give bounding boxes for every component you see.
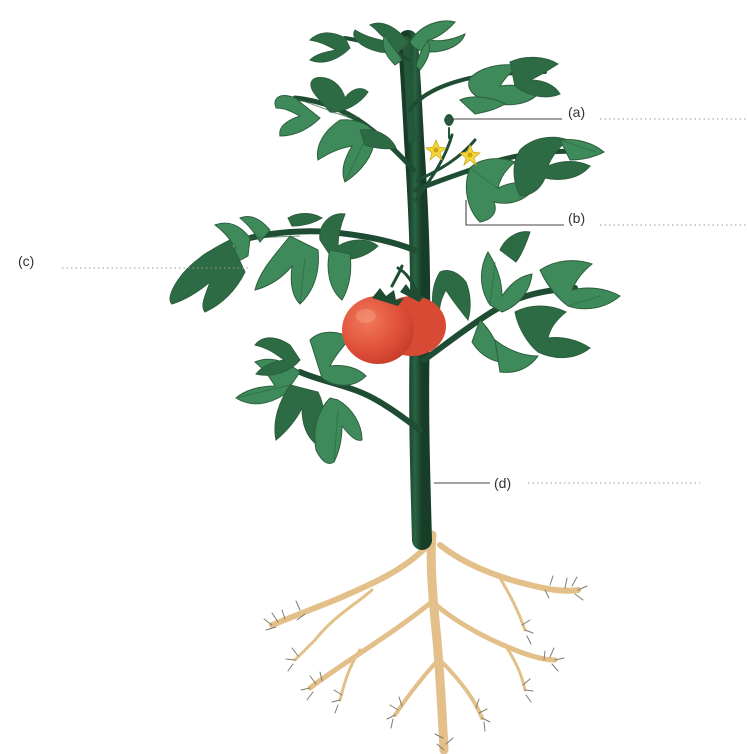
label-b: (b) [568,210,585,226]
flowers [426,114,480,165]
label-c: (c) [18,253,34,269]
label-a: (a) [568,104,585,120]
label-d: (d) [494,475,511,491]
root-system [264,535,587,750]
tomato-fruits [342,266,446,364]
